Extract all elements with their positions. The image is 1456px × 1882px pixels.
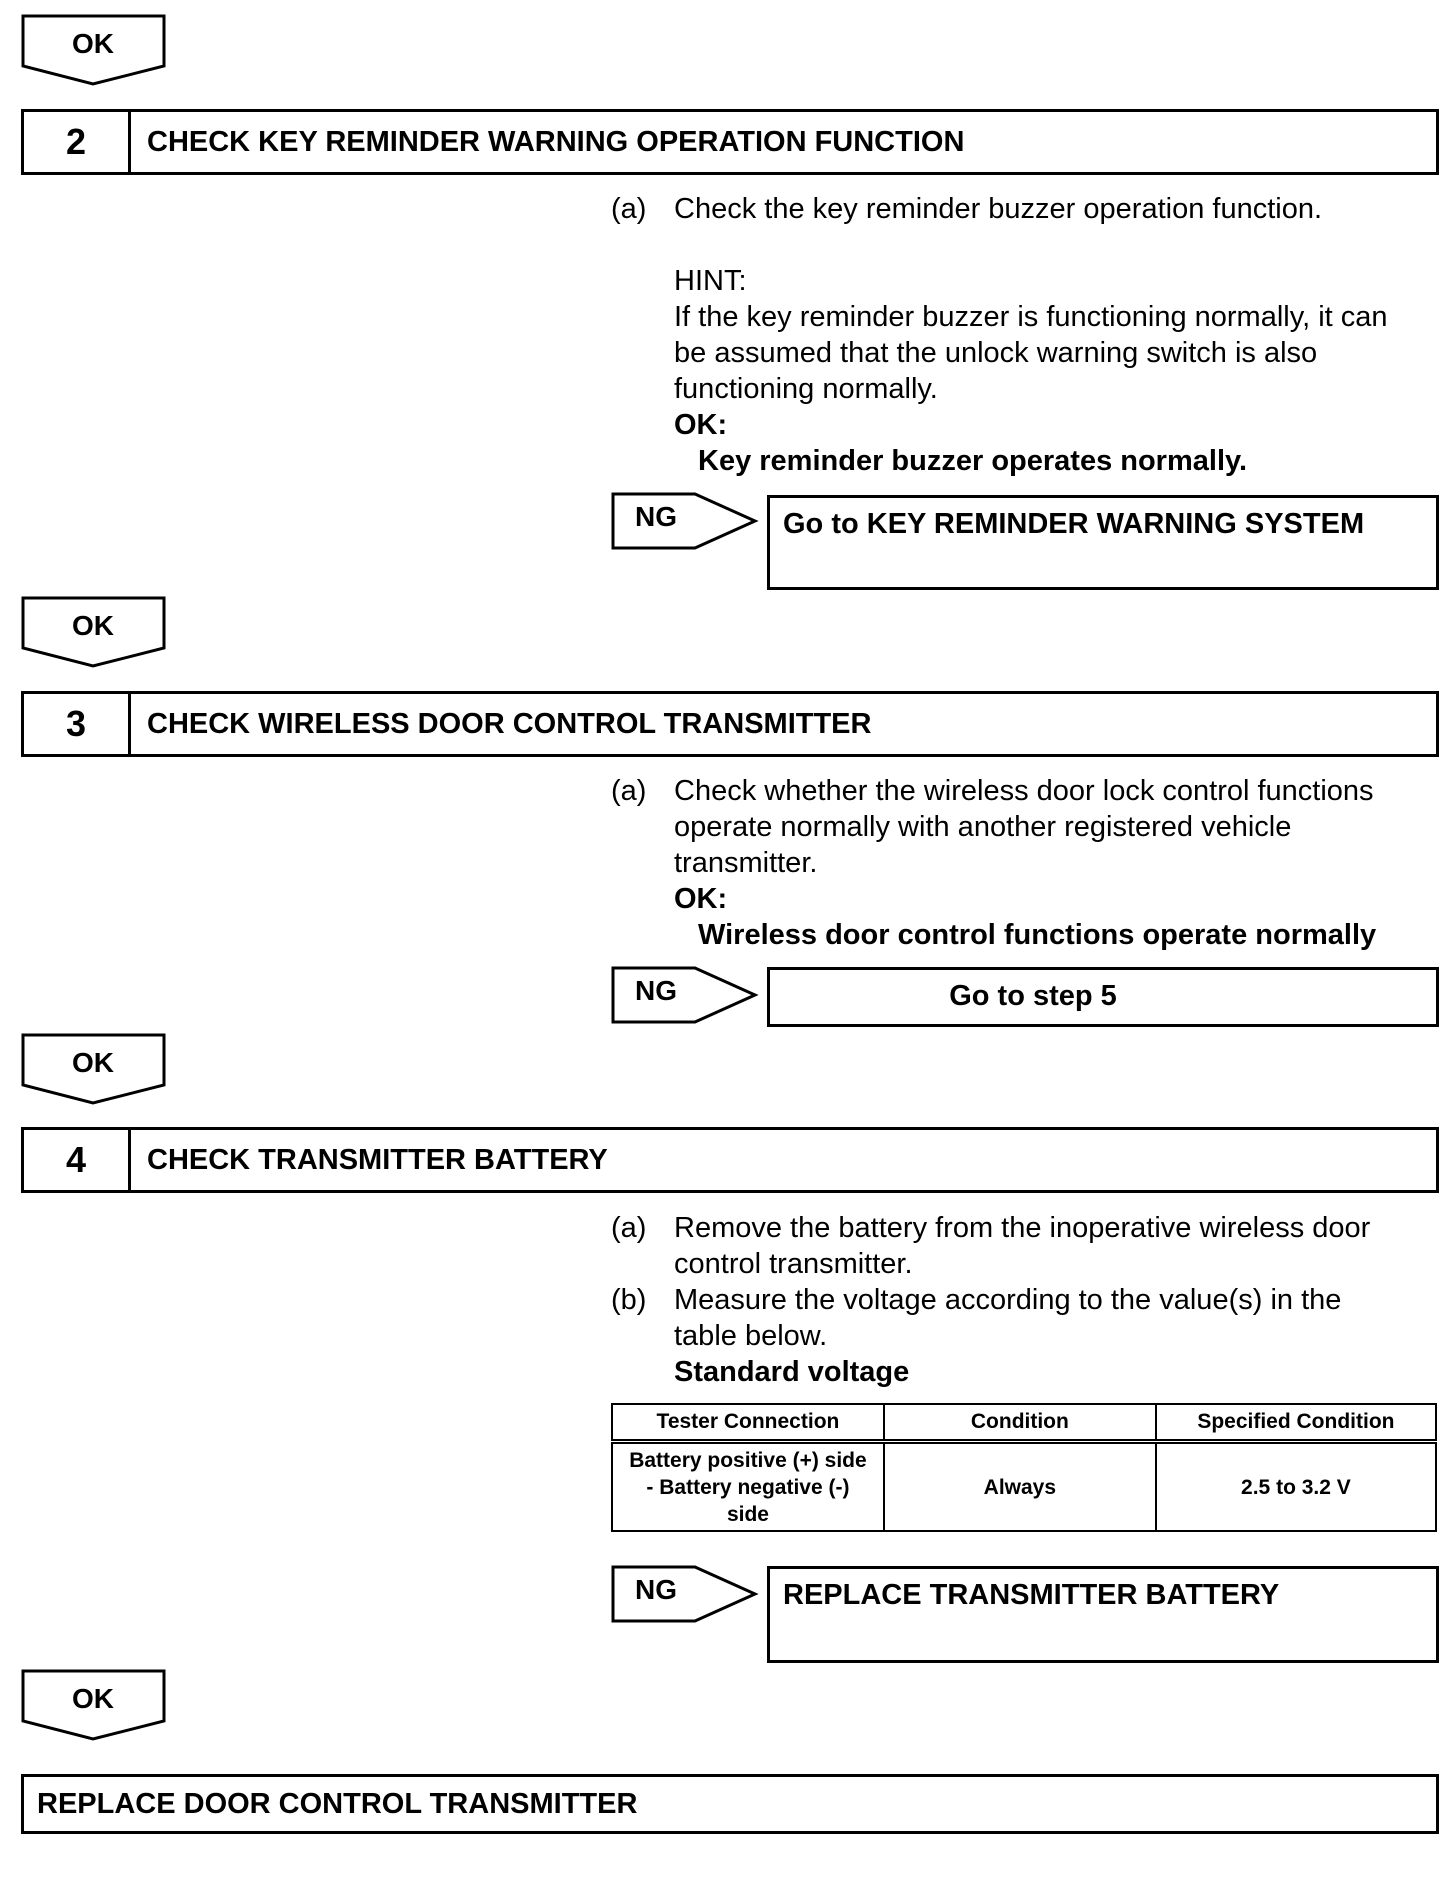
- final-action-box: REPLACE DOOR CONTROL TRANSMITTER: [21, 1774, 1439, 1834]
- table-row: Battery positive (+) side - Battery nega…: [611, 1440, 1438, 1532]
- ok-label: OK: [72, 1683, 114, 1714]
- ok-chevron-icon: [21, 1033, 166, 1105]
- ok-label: OK: [72, 610, 114, 641]
- standard-voltage-table: Tester Connection Condition Specified Co…: [611, 1403, 1438, 1532]
- table-header-cell: Condition: [882, 1403, 1157, 1444]
- table-header-row: Tester Connection Condition Specified Co…: [611, 1403, 1438, 1444]
- step-title: CHECK TRANSMITTER BATTERY: [147, 1144, 608, 1176]
- ng-label: NG: [635, 1574, 677, 1605]
- table-title: Standard voltage: [674, 1356, 910, 1388]
- ng-action-text: Go to KEY REMINDER WARNING SYSTEM: [783, 508, 1365, 540]
- step-2-header: 2 CHECK KEY REMINDER WARNING OPERATION F…: [21, 109, 1439, 175]
- instruction-text-line: control transmitter.: [674, 1248, 913, 1280]
- ok-chevron-icon: [21, 596, 166, 668]
- ok-chevron-icon: [21, 14, 166, 86]
- ng-action-box: Go to step 5: [767, 967, 1439, 1027]
- ng-action-box: REPLACE TRANSMITTER BATTERY: [767, 1566, 1439, 1663]
- item-label-a: (a): [611, 1212, 647, 1244]
- instruction-text-line: Remove the battery from the inoperative …: [674, 1212, 1371, 1244]
- step-number: 3: [24, 694, 131, 754]
- cell-text-line: Battery positive (+) side: [629, 1448, 867, 1472]
- step-4-header: 4 CHECK TRANSMITTER BATTERY: [21, 1127, 1439, 1193]
- hint-text-line: functioning normally.: [674, 373, 938, 405]
- ok-spec: Wireless door control functions operate …: [698, 919, 1377, 951]
- ng-indicator: NG: [611, 966, 759, 1024]
- table-cell-connection: Battery positive (+) side - Battery nega…: [611, 1440, 885, 1532]
- instruction-text-line: operate normally with another registered…: [674, 811, 1292, 843]
- table-header-cell: Specified Condition: [1154, 1403, 1438, 1444]
- ng-label: NG: [635, 975, 677, 1006]
- item-label-b: (b): [611, 1284, 647, 1316]
- ok-indicator-3: OK: [21, 1033, 166, 1105]
- ng-action-text: REPLACE TRANSMITTER BATTERY: [783, 1579, 1280, 1611]
- cell-text-line: side: [726, 1502, 769, 1526]
- hint-text-line: be assumed that the unlock warning switc…: [674, 337, 1318, 369]
- instruction-text-line: transmitter.: [674, 847, 818, 879]
- ng-arrow-icon: [611, 1565, 759, 1623]
- item-label-a: (a): [611, 775, 647, 807]
- item-label-a: (a): [611, 193, 647, 225]
- instruction-text-line: Measure the voltage according to the val…: [674, 1284, 1342, 1316]
- step-title: CHECK KEY REMINDER WARNING OPERATION FUN…: [147, 126, 965, 158]
- ok-spec: Key reminder buzzer operates normally.: [698, 445, 1248, 477]
- ok-label: OK: [72, 28, 114, 59]
- instruction-text-line: table below.: [674, 1320, 828, 1352]
- ng-arrow-icon: [611, 492, 759, 550]
- ng-label: NG: [635, 501, 677, 532]
- table-cell-specified: 2.5 to 3.2 V: [1154, 1440, 1438, 1532]
- ok-chevron-icon: [21, 1669, 166, 1741]
- table-cell-condition: Always: [882, 1440, 1157, 1532]
- step-title: CHECK WIRELESS DOOR CONTROL TRANSMITTER: [147, 708, 872, 740]
- step-3-header: 3 CHECK WIRELESS DOOR CONTROL TRANSMITTE…: [21, 691, 1439, 757]
- cell-text-line: - Battery negative (-): [646, 1475, 850, 1499]
- ng-indicator: NG: [611, 492, 759, 550]
- table-header-cell: Tester Connection: [611, 1403, 885, 1444]
- hint-text-line: If the key reminder buzzer is functionin…: [674, 301, 1388, 333]
- ng-action-text: Go to step 5: [949, 980, 1117, 1012]
- ok-heading: OK:: [674, 883, 728, 915]
- ok-indicator-1: OK: [21, 14, 166, 86]
- instruction-text-line: Check whether the wireless door lock con…: [674, 775, 1374, 807]
- instruction-text: Check the key reminder buzzer operation …: [674, 193, 1323, 225]
- ok-label: OK: [72, 1047, 114, 1078]
- step-number: 4: [24, 1130, 131, 1190]
- ng-action-box: Go to KEY REMINDER WARNING SYSTEM: [767, 495, 1439, 590]
- ok-indicator-2: OK: [21, 596, 166, 668]
- ng-indicator: NG: [611, 1565, 759, 1623]
- ng-arrow-icon: [611, 966, 759, 1024]
- step-number: 2: [24, 112, 131, 172]
- ok-heading: OK:: [674, 409, 728, 441]
- hint-label: HINT:: [674, 265, 747, 297]
- ok-indicator-4: OK: [21, 1669, 166, 1741]
